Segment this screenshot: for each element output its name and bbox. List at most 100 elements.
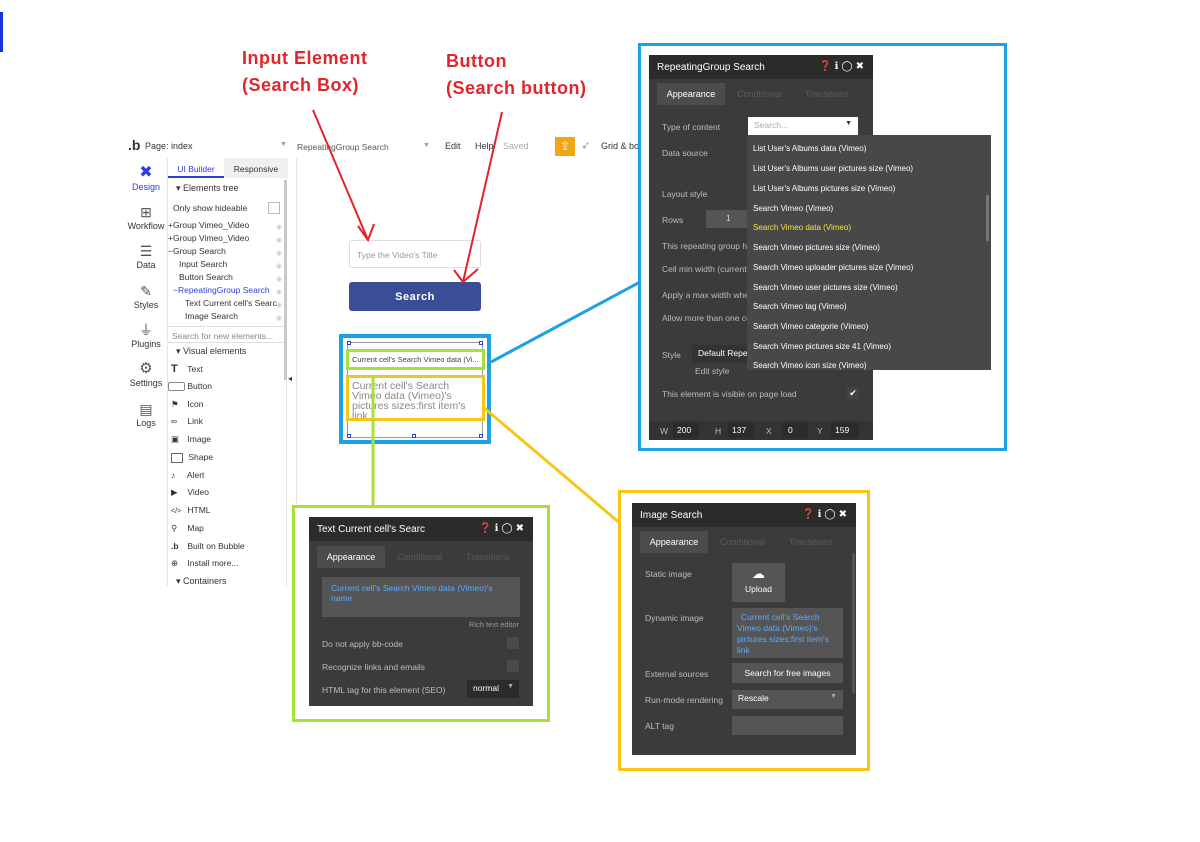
palette-map[interactable]: ⚲ Map xyxy=(171,523,204,534)
image-panel-scrollbar[interactable] xyxy=(852,553,855,693)
dropdown-scrollbar[interactable] xyxy=(986,195,989,241)
nav-styles[interactable]: ✎ Styles xyxy=(125,282,167,310)
free-images-button[interactable]: Search for free images xyxy=(732,663,843,683)
dropdown-option-highlighted[interactable]: Search Vimeo data (Vimeo) xyxy=(753,223,851,232)
menu-help[interactable]: Help xyxy=(475,141,494,151)
nav-workflow[interactable]: ⊞ Workflow xyxy=(125,203,167,231)
text-content-editor[interactable]: Current cell's Search Vimeo data (Vimeo)… xyxy=(322,577,520,617)
bbcode-checkbox[interactable] xyxy=(507,637,519,649)
dropdown-option[interactable]: Search Vimeo tag (Vimeo) xyxy=(753,302,847,311)
palette-alert[interactable]: ♪ Alert xyxy=(171,470,204,480)
alt-tag-input[interactable] xyxy=(732,716,843,735)
palette-built-on-bubble[interactable]: .b Built on Bubble xyxy=(171,541,245,551)
panel-header-icons[interactable]: ❓ℹ◯✖ xyxy=(819,61,867,72)
comment-icon[interactable]: ◯ xyxy=(824,509,839,520)
pointer-icon[interactable]: ➶ xyxy=(581,140,591,152)
nav-design[interactable]: ✖ Design xyxy=(125,164,167,192)
help-icon[interactable]: ❓ xyxy=(802,509,818,520)
y-input[interactable]: 159 xyxy=(831,423,859,438)
selection-handle[interactable] xyxy=(479,434,483,438)
edit-style-link[interactable]: Edit style xyxy=(695,366,730,376)
nav-logs[interactable]: ▤ Logs xyxy=(125,400,167,428)
tree-item[interactable]: Text Current cell's Searc xyxy=(185,298,277,308)
tab-transitions[interactable]: Transitions xyxy=(466,552,510,562)
tab-appearance[interactable]: Appearance xyxy=(657,83,725,105)
rich-text-editor-link[interactable]: Rich text editor xyxy=(469,620,520,629)
x-input[interactable]: 0 xyxy=(782,423,808,438)
only-hideable-toggle[interactable]: Only show hideable xyxy=(172,202,284,216)
comment-icon[interactable]: ◯ xyxy=(501,523,516,534)
visible-checkbox[interactable]: ✔ xyxy=(847,387,859,399)
page-selector[interactable]: Page: index xyxy=(145,141,193,151)
rg-image-cell[interactable]: Current cell's Search Vimeo data (Vimeo)… xyxy=(346,375,485,421)
info-icon[interactable]: ℹ xyxy=(834,61,842,72)
run-mode-select[interactable]: Rescale ▼ xyxy=(732,690,843,709)
dropdown-option[interactable]: List User's Albums data (Vimeo) xyxy=(753,144,867,153)
tab-transitions[interactable]: Transitions xyxy=(789,537,833,547)
help-icon[interactable]: ❓ xyxy=(479,523,495,534)
nav-plugins[interactable]: ⏚ Plugins xyxy=(125,321,167,349)
dropdown-option[interactable]: List User's Albums pictures size (Vimeo) xyxy=(753,184,896,193)
elements-tree-header[interactable]: ▾ Elements tree xyxy=(176,183,239,193)
panel-header-icons[interactable]: ❓ℹ◯✖ xyxy=(479,523,527,534)
selection-handle[interactable] xyxy=(347,434,351,438)
tab-conditional[interactable]: Conditional xyxy=(720,537,766,547)
page-chevron-icon[interactable]: ▼ xyxy=(280,141,287,148)
dynamic-image-field[interactable]: Current cell's Search Vimeo data (Vimeo)… xyxy=(732,608,843,658)
palette-shape[interactable]: Shape xyxy=(171,452,213,463)
w-input[interactable]: 200 xyxy=(673,423,699,438)
element-selector[interactable]: RepeatingGroup Search xyxy=(297,142,389,152)
palette-install-more[interactable]: ⊕ Install more... xyxy=(171,558,238,569)
nav-data[interactable]: ☰ Data xyxy=(125,242,167,270)
rows-input[interactable]: 1 xyxy=(706,210,752,228)
palette-html[interactable]: </> HTML xyxy=(171,505,211,515)
tab-transitions[interactable]: Transitions xyxy=(805,89,849,99)
palette-link[interactable]: ∞ Link xyxy=(171,416,203,426)
dropdown-option[interactable]: Search Vimeo icon size (Vimeo) xyxy=(753,361,867,370)
tree-eye-icon[interactable]: ◉◉◉◉◉◉◉◉ xyxy=(276,224,283,322)
close-icon[interactable]: ✖ xyxy=(855,61,867,72)
dropdown-option[interactable]: Search Vimeo uploader pictures size (Vim… xyxy=(753,263,914,272)
dropdown-option[interactable]: Search Vimeo pictures size (Vimeo) xyxy=(753,243,880,252)
tab-conditional[interactable]: Conditional xyxy=(397,552,443,562)
h-input[interactable]: 137 xyxy=(728,423,754,438)
dropdown-option[interactable]: Search Vimeo (Vimeo) xyxy=(753,204,834,213)
containers-header[interactable]: ▾ Containers xyxy=(176,576,227,586)
tree-item[interactable]: Button Search xyxy=(179,272,233,282)
palette-button[interactable]: Button xyxy=(168,381,212,392)
collapse-arrow-icon[interactable]: ◂ xyxy=(288,374,293,383)
dropdown-option[interactable]: Search Vimeo categorie (Vimeo) xyxy=(753,322,869,331)
tree-item[interactable]: Image Search xyxy=(185,311,238,321)
dropdown-option[interactable]: Search Vimeo pictures size 41 (Vimeo) xyxy=(753,342,891,351)
help-icon[interactable]: ❓ xyxy=(819,61,835,72)
gift-icon[interactable]: ⇪ xyxy=(555,137,575,156)
tab-ui-builder[interactable]: UI Builder xyxy=(168,158,224,178)
type-of-content-select[interactable]: Search... ▼ xyxy=(748,117,858,135)
selection-handle[interactable] xyxy=(347,341,351,345)
tree-item[interactable]: −Group Search xyxy=(168,246,226,256)
tree-item[interactable]: +Group Vimeo_Video xyxy=(168,233,250,243)
dropdown-option[interactable]: List User's Albums user pictures size (V… xyxy=(753,164,914,173)
html-tag-select[interactable]: normal ▼ xyxy=(467,680,519,698)
tree-item[interactable]: Input Search xyxy=(179,259,228,269)
palette-icon[interactable]: ⚑ Icon xyxy=(171,399,203,410)
video-title-input[interactable]: Type the Video's Title xyxy=(349,240,481,268)
menu-edit[interactable]: Edit xyxy=(445,141,461,151)
palette-image[interactable]: ▣ Image xyxy=(171,434,211,445)
close-icon[interactable]: ✖ xyxy=(515,523,527,534)
selection-handle[interactable] xyxy=(412,434,416,438)
info-icon[interactable]: ℹ xyxy=(817,509,825,520)
tree-item-selected[interactable]: −RepeatingGroup Search xyxy=(173,285,270,295)
palette-video[interactable]: ▶ Video xyxy=(171,487,209,498)
palette-text[interactable]: T Text xyxy=(171,363,203,375)
rg-text-cell[interactable]: Current cell's Search Vimeo data (Vi... xyxy=(346,349,485,370)
only-hideable-checkbox[interactable] xyxy=(268,202,280,214)
upload-button[interactable]: ☁ Upload xyxy=(732,563,785,602)
menu-grid[interactable]: Grid & bo xyxy=(601,141,640,151)
links-checkbox[interactable] xyxy=(507,660,519,672)
panel-scrollbar[interactable] xyxy=(284,180,287,380)
search-button[interactable]: Search xyxy=(349,282,481,311)
info-icon[interactable]: ℹ xyxy=(494,523,502,534)
panel-header-icons[interactable]: ❓ℹ◯✖ xyxy=(802,509,850,520)
new-elements-search[interactable]: Search for new elements... xyxy=(168,326,286,343)
